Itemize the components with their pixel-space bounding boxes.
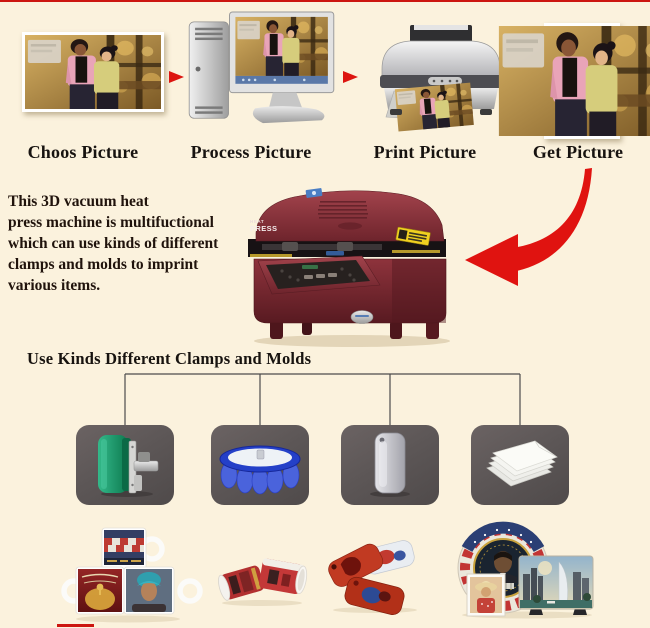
heat-press-machine-image: HEAT PRESS — [248, 188, 450, 347]
step-label-get: Get Picture — [532, 142, 624, 162]
mold-box-plate-mold — [211, 425, 309, 505]
flow-arrow-icon — [169, 71, 184, 83]
choose-picture-photo — [22, 32, 164, 112]
curved-arrow-icon — [465, 168, 592, 286]
machine-description: This 3D vacuum heat press machine is mul… — [8, 191, 258, 296]
bottom-border-line — [57, 624, 94, 627]
mold-box-mug-clamp — [76, 425, 174, 505]
machine-brand-bottom: PRESS — [250, 224, 277, 233]
plate-mold-image — [219, 445, 301, 495]
mold-box-rubber-sheets — [471, 425, 569, 505]
printed-cups-image — [218, 558, 308, 606]
step-label-process: Process Picture — [190, 142, 312, 162]
mug-clamp-image — [98, 435, 159, 497]
step-label-choose: Choos Picture — [27, 142, 139, 162]
step-label-print: Print Picture — [373, 142, 477, 162]
printed-phone-cases-image — [328, 540, 417, 615]
inkjet-printer-image — [380, 25, 502, 132]
printed-photo-slate — [518, 555, 594, 615]
connector-tree-lines — [124, 373, 521, 426]
top-border-line — [0, 0, 650, 2]
rubber-sheets-image — [486, 440, 558, 487]
printed-plate-and-slates-image — [457, 521, 594, 619]
warning-sticker — [395, 226, 431, 246]
description-line: various items. — [8, 277, 101, 294]
flow-arrow-icon — [343, 71, 358, 83]
description-line: clamps and molds to imprint — [8, 256, 199, 273]
clamps-section-heading: Use Kinds Different Clamps and Molds — [27, 349, 312, 368]
printed-photo-card — [466, 573, 506, 617]
brand-badge — [350, 310, 374, 324]
machine-brand-top: HEAT — [250, 219, 264, 224]
get-picture-photo — [498, 23, 650, 139]
phone-case-mold-image — [370, 432, 410, 497]
description-line: press machine is multifuctional — [8, 214, 214, 231]
mold-box-phone-case — [341, 425, 439, 505]
description-line: which can use kinds of different — [8, 235, 219, 252]
desktop-computer-image — [188, 11, 335, 124]
printed-mugs-image — [61, 527, 203, 623]
description-line: This 3D vacuum heat — [8, 193, 149, 210]
